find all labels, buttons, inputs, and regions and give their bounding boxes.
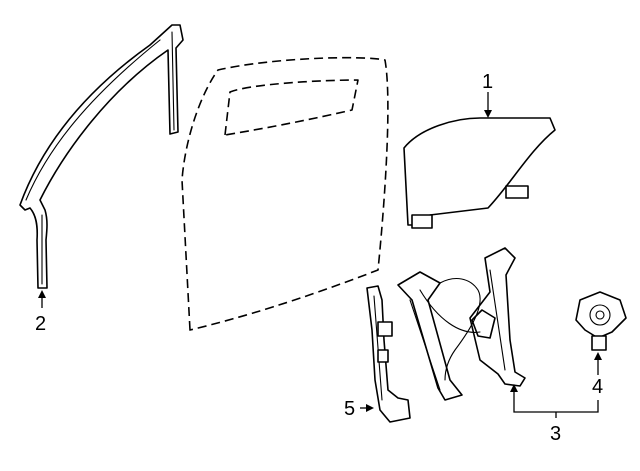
part-3-window-regulator (397, 247, 526, 401)
part-1-door-glass (403, 117, 556, 229)
part-4-regulator-motor (575, 291, 627, 351)
door-outline (181, 56, 389, 331)
callout-3: 3 (550, 423, 561, 445)
callout-5: 5 (344, 398, 355, 420)
part-2-run-channel (19, 24, 184, 289)
callout-leaders (38, 92, 602, 418)
callout-4: 4 (592, 376, 603, 398)
part-5-rear-channel (366, 285, 411, 423)
callout-2: 2 (35, 313, 46, 335)
callout-1: 1 (482, 71, 493, 93)
